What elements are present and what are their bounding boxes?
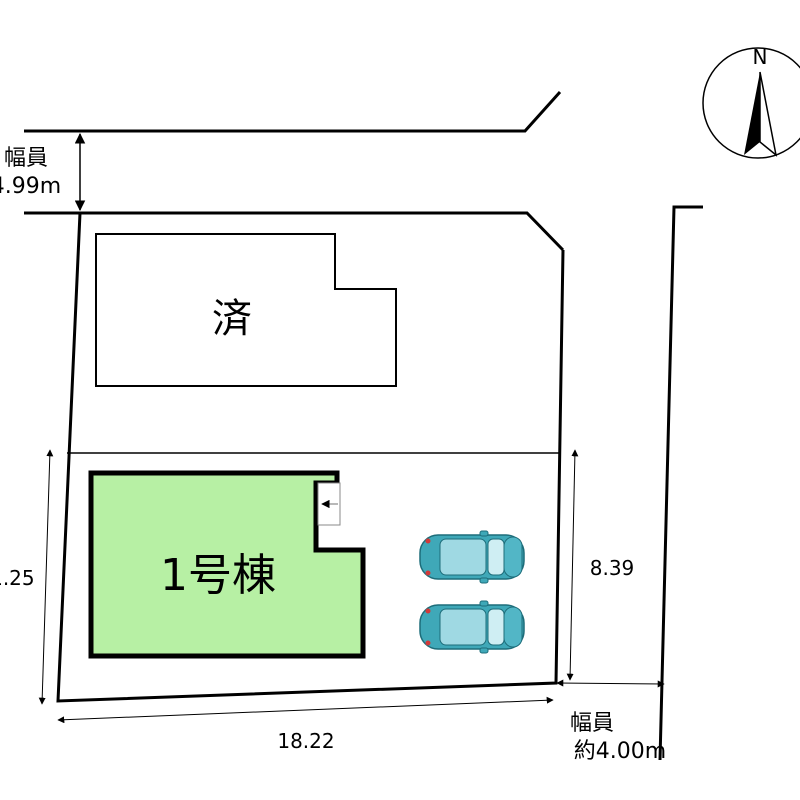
east-road-line bbox=[658, 205, 703, 761]
right-dimension-label: 8.39 bbox=[590, 556, 635, 580]
east-road-width-label-1: 幅員 bbox=[570, 711, 614, 736]
bottom-dimension-label: 18.22 bbox=[277, 729, 334, 753]
compass-north-label: N bbox=[753, 45, 768, 69]
left-dimension-arrow bbox=[38, 449, 54, 705]
existing-house bbox=[95, 233, 397, 387]
east-road-width-arrow bbox=[556, 679, 665, 688]
building-1-label: 1号棟 bbox=[160, 550, 276, 601]
existing-house-label: 済 bbox=[212, 296, 252, 342]
car-icon bbox=[419, 530, 525, 584]
north-road-width-label-1: 幅員 bbox=[4, 146, 48, 171]
site-boundary bbox=[56, 212, 565, 703]
right-dimension-arrow bbox=[566, 449, 579, 681]
north-road bbox=[24, 90, 565, 252]
left-dimension-label: 11.25 bbox=[0, 566, 35, 590]
east-road-width-label-2: 約4.00m bbox=[574, 739, 666, 764]
bottom-dimension-arrow bbox=[57, 696, 554, 724]
car-icon bbox=[419, 600, 525, 654]
building-1 bbox=[88, 470, 366, 659]
compass-icon: N bbox=[702, 45, 800, 159]
north-road-width-label-2: 4.99m bbox=[0, 174, 61, 199]
entrance-arrow-icon bbox=[317, 482, 341, 526]
